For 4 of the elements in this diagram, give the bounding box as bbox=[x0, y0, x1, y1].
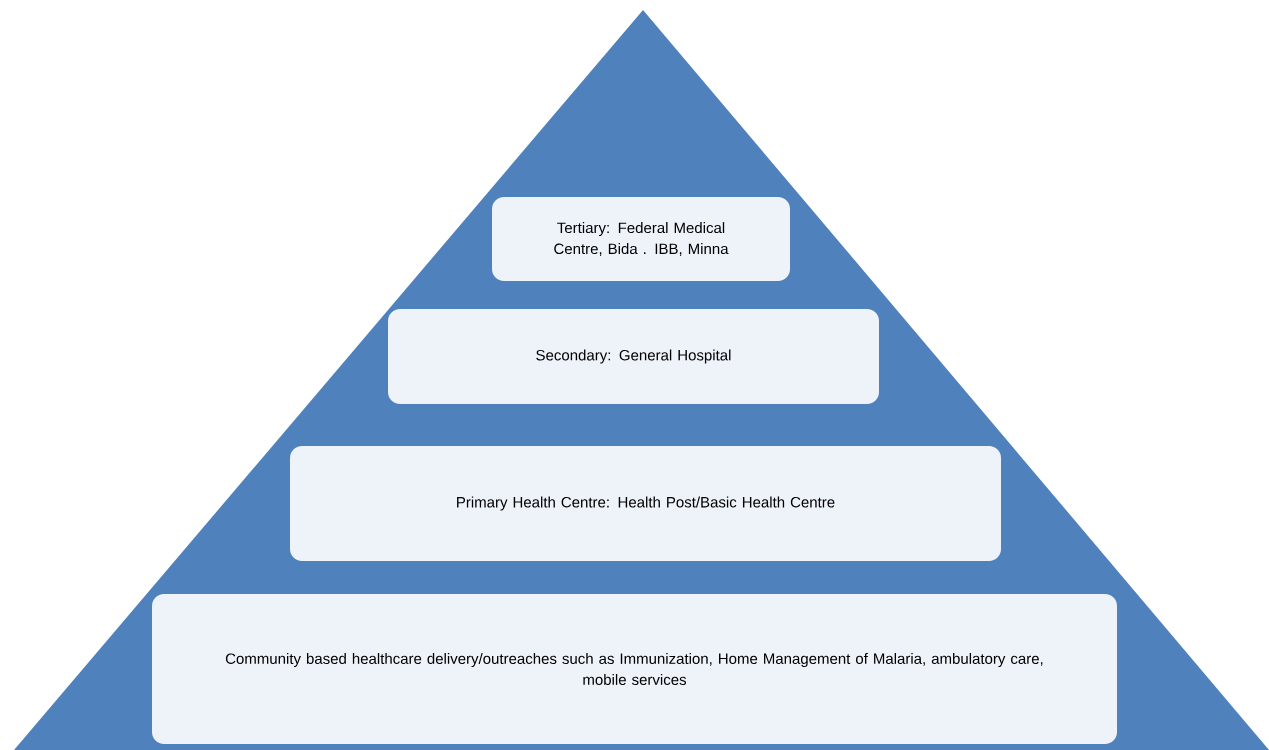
level-box: Tertiary: Federal Medical Centre, Bida . IBB, Minna bbox=[492, 197, 790, 281]
level-box: Community based healthcare delivery/outreaches such as Immunization, Home Management of Malaria, ambulatory care, mobile services bbox=[152, 594, 1117, 744]
level-box: Primary Health Centre: Health Post/Basic Health Centre bbox=[290, 446, 1001, 561]
level-box: Secondary: General Hospital bbox=[388, 309, 879, 404]
